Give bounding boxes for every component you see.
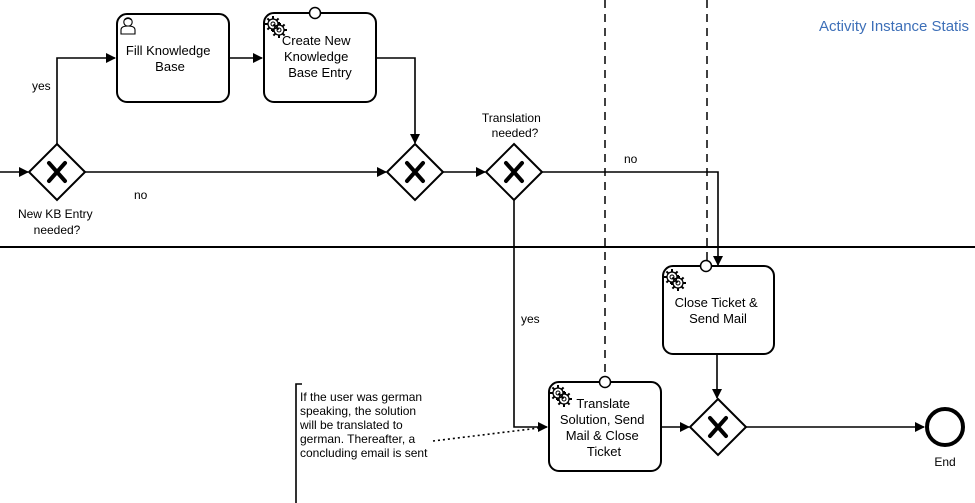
annotation-bracket [295,383,302,503]
gateway-label: New KB Entry needed? [18,207,96,237]
flow-label-no: no [134,188,148,202]
gateway-kb-entry-needed[interactable] [27,142,87,202]
flow-label-yes: yes [32,79,51,93]
flow-label-yes: yes [521,312,540,326]
svg-text:Close Ticket & Send Mail: Close Ticket & Send Mail [675,295,762,326]
sequence-flow[interactable] [377,57,420,144]
task-label-line: Knowledge [284,49,348,64]
gateway-translation-needed[interactable] [484,142,544,202]
task-label-line: Send Mail [689,311,747,326]
activity-instance-statistics-link[interactable]: Activity Instance Statis [819,18,970,35]
boundary-marker [598,375,612,389]
exclusive-gateway-x-icon [47,161,67,183]
svg-text:Translate Solution, Send: Translate Solution, Send Mail & Close Ti… [560,396,648,459]
svg-text:Fill Knowledge Base: Fill Knowledge Base [126,43,214,74]
task-close-ticket[interactable]: Close Ticket & Send Mail [662,259,775,355]
exclusive-gateway-x-icon [708,416,728,438]
task-label-line: Translate [576,396,630,411]
svg-text:Create New Knowledge: Create New Knowledge Base Entry [282,33,354,80]
end-event[interactable] [925,407,965,447]
sequence-flow[interactable] [513,200,548,432]
task-label-line: Ticket [587,444,622,459]
gateway-label: Translation needed? [482,111,544,140]
sequence-flow[interactable] [56,53,116,145]
exclusive-gateway-x-icon [405,161,425,183]
boundary-marker [308,6,322,20]
gateway-join[interactable] [688,397,748,457]
task-label-line: Fill Knowledge [126,43,211,58]
task-create-kb-entry[interactable]: Create New Knowledge Base Entry [263,6,377,103]
task-label-line: Base Entry [288,65,352,80]
text-annotation: If the user was german speaking, the sol… [300,390,428,460]
task-label-line: Close Ticket & [675,295,758,310]
exclusive-gateway-x-icon [504,161,524,183]
boundary-marker [699,259,713,273]
annotation-association [432,426,548,442]
task-label-line: Create New [282,33,351,48]
task-label-line: Mail & Close [566,428,639,443]
gateway-merge[interactable] [385,142,445,202]
task-label-line: Base [155,59,185,74]
task-translate-solution[interactable]: Translate Solution, Send Mail & Close Ti… [548,375,662,472]
user-icon [120,17,136,35]
task-label-line: Solution, Send [560,412,645,427]
task-fill-knowledge-base[interactable]: Fill Knowledge Base [116,13,230,103]
end-event-label: End [934,455,955,469]
sequence-flow[interactable] [542,171,723,266]
flow-label-no: no [624,152,638,166]
